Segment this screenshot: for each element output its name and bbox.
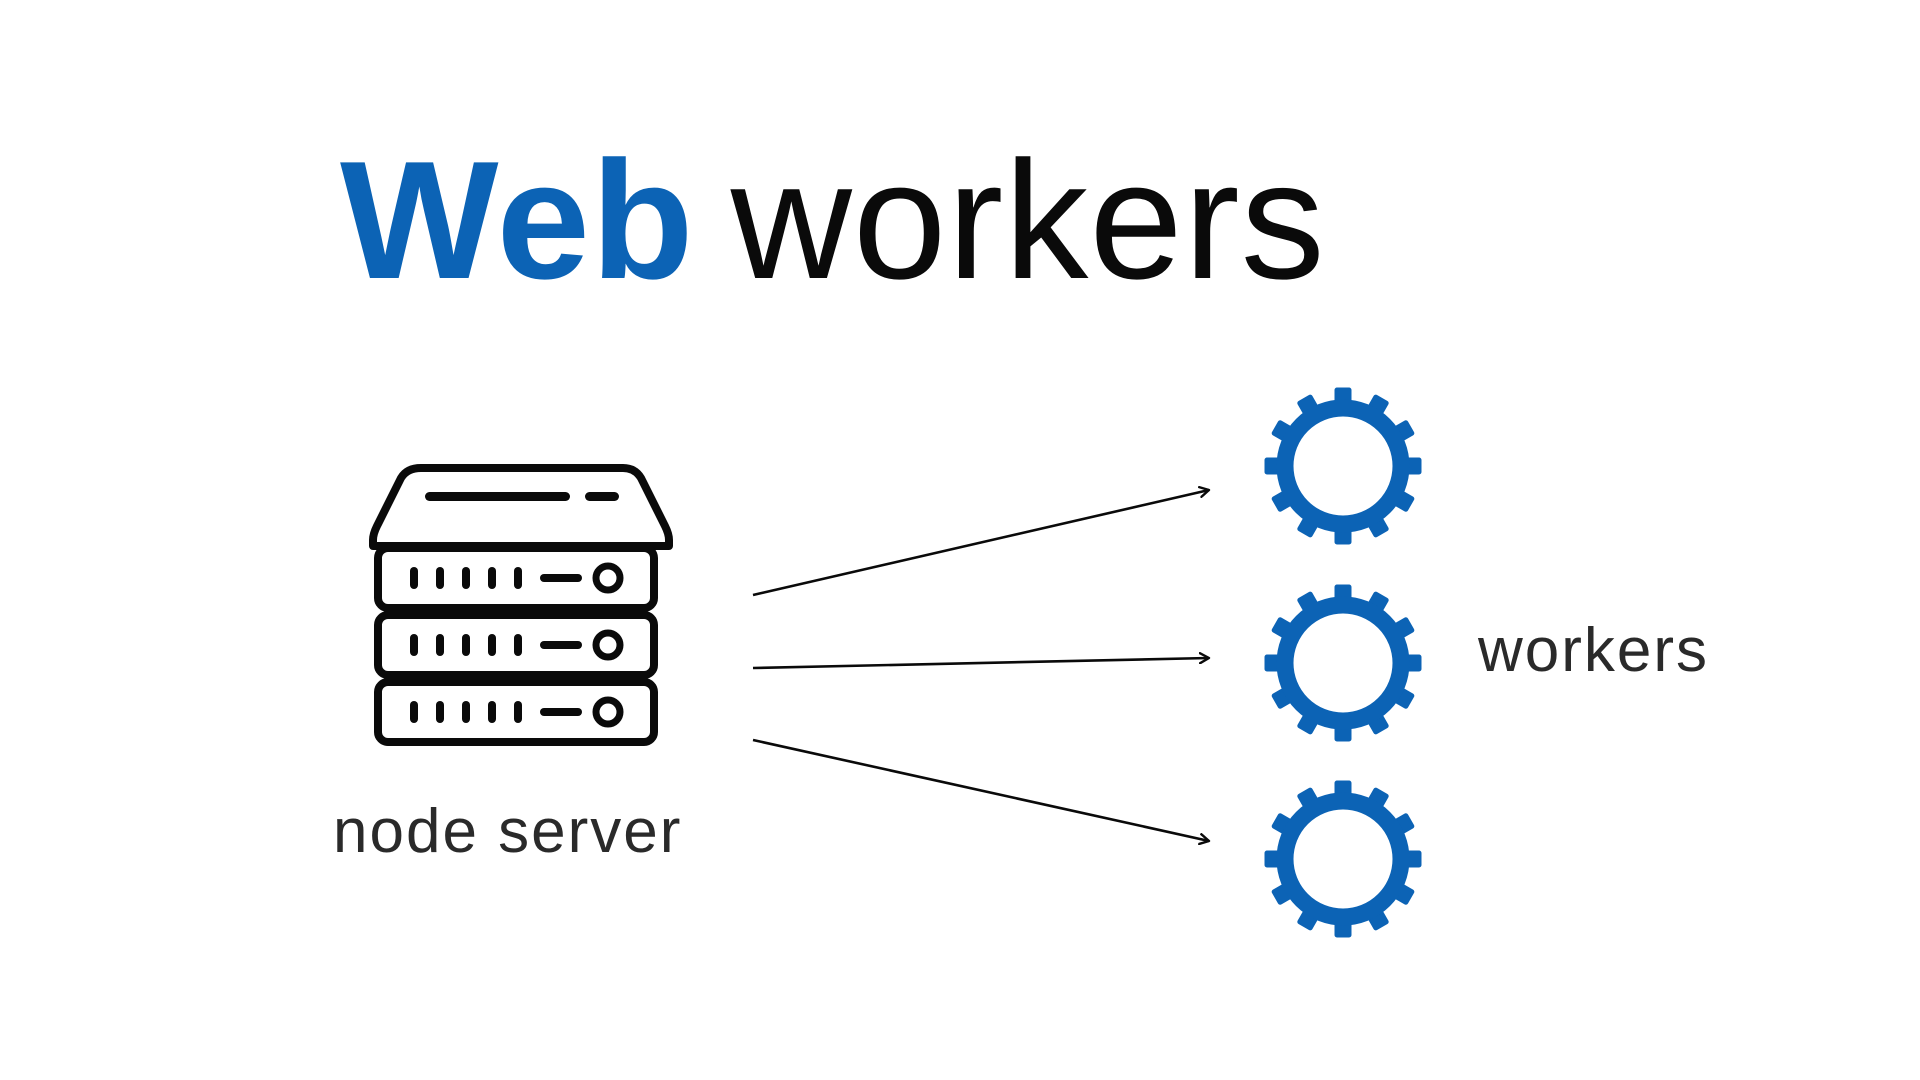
arrow-to-worker-1 bbox=[752, 490, 1209, 597]
node-server-label: node server bbox=[333, 797, 683, 866]
server-rack-icon bbox=[369, 464, 673, 742]
gear-icon bbox=[1265, 585, 1421, 741]
gear-icon bbox=[1265, 388, 1421, 544]
title-word: workers bbox=[730, 126, 1326, 314]
title-accent-word: Web bbox=[340, 126, 695, 314]
workers-label: workers bbox=[1478, 616, 1710, 685]
arrow-to-worker-2 bbox=[752, 658, 1209, 670]
gear-icon bbox=[1265, 781, 1421, 937]
page-title: Web workers bbox=[340, 130, 1326, 310]
arrow-to-worker-3 bbox=[752, 738, 1209, 841]
